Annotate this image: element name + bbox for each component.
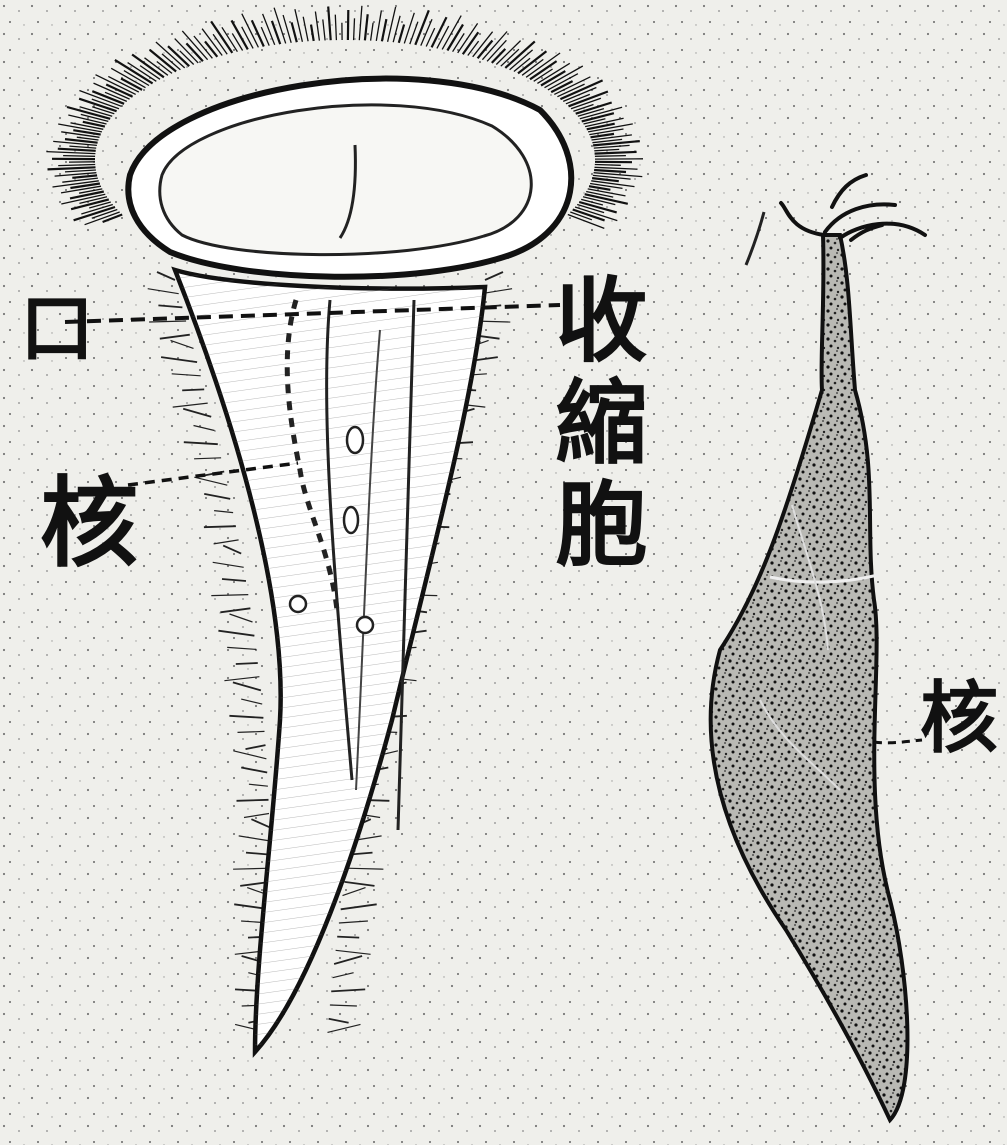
cilium-stroke xyxy=(595,156,626,157)
left-organism-vacuole-4 xyxy=(357,617,373,633)
label-nucleus-right: 核 xyxy=(920,680,998,758)
body-fringe-stroke xyxy=(337,937,359,938)
body-fringe-stroke xyxy=(236,663,258,664)
label-nucleus-left: 核 xyxy=(40,475,138,573)
label-contractile-vacuole: 收縮胞 xyxy=(548,272,640,578)
cilium-stroke xyxy=(63,156,95,157)
left-organism-vacuole-1 xyxy=(347,427,363,453)
body-fringe-stroke xyxy=(237,800,269,801)
left-organism-vacuole-2 xyxy=(344,507,358,533)
body-fringe-stroke xyxy=(204,526,236,527)
body-fringe-stroke xyxy=(182,389,204,390)
label-mouth: 口 xyxy=(20,292,94,366)
cilium-stroke xyxy=(595,165,621,166)
cilium-stroke xyxy=(354,18,355,40)
left-organism-vacuole-3 xyxy=(290,596,306,612)
